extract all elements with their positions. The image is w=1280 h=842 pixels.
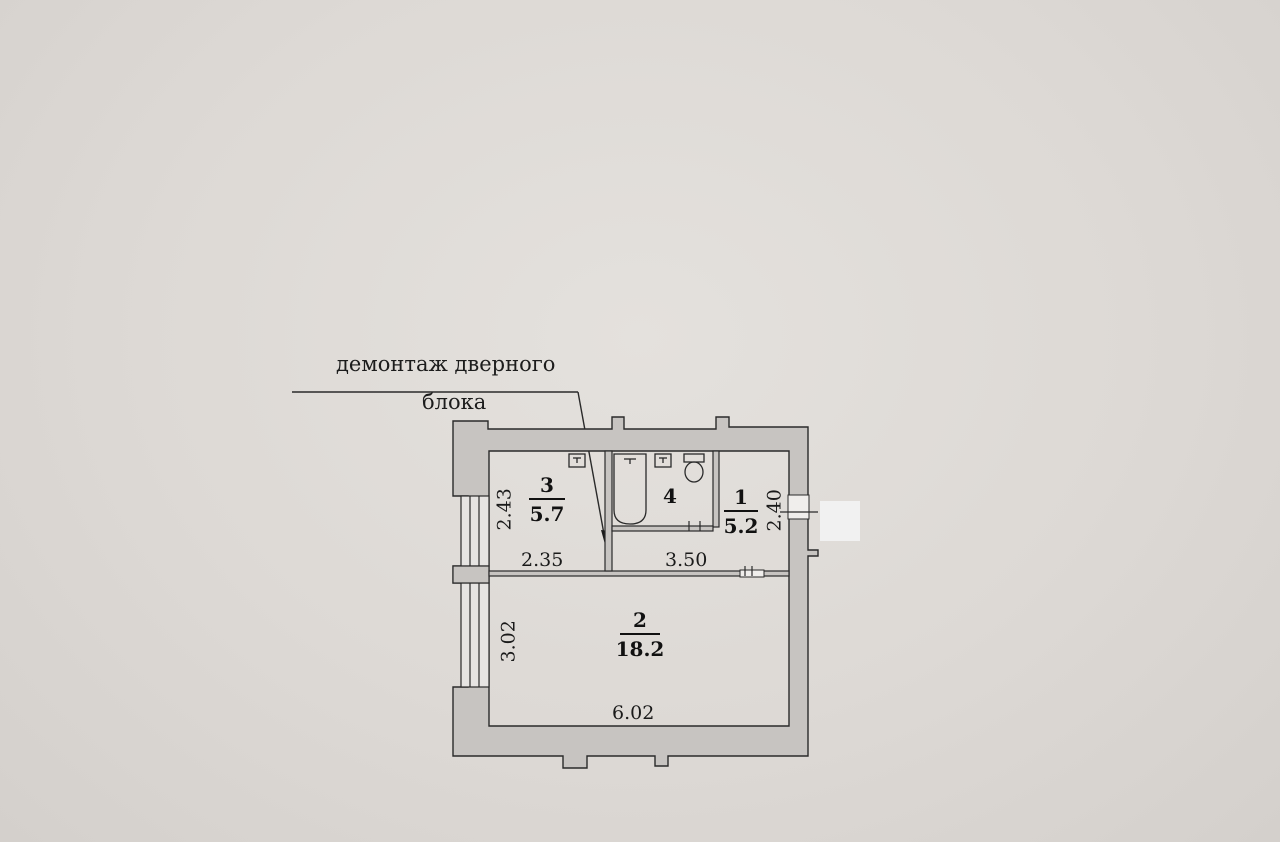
annotation-line-1: демонтаж дверного bbox=[336, 352, 556, 376]
window-left-upper bbox=[460, 495, 490, 567]
room-1-label: 1 5.2 bbox=[720, 487, 762, 536]
dimension-room2-height: 3.02 bbox=[497, 620, 520, 663]
room-4-label: 4 bbox=[650, 486, 690, 509]
annotation-line-2: блока bbox=[422, 390, 487, 414]
room-3-number: 3 bbox=[540, 473, 554, 497]
dimension-room1-height: 2.40 bbox=[763, 489, 786, 532]
toilet bbox=[683, 453, 705, 483]
room-1-fraction-bar bbox=[724, 510, 758, 512]
annotation-leader bbox=[292, 391, 607, 546]
room3-sink bbox=[568, 453, 586, 468]
room-2-area: 18.2 bbox=[615, 637, 665, 661]
bathtub bbox=[613, 453, 647, 525]
door-ticks bbox=[688, 521, 753, 576]
room-2-fraction-bar bbox=[620, 633, 660, 635]
interior-walls bbox=[488, 450, 790, 577]
room-1-area: 5.2 bbox=[723, 514, 759, 538]
bathroom-sink bbox=[654, 453, 672, 468]
room-3-label: 3 5.7 bbox=[524, 475, 570, 524]
wall-pier bbox=[452, 565, 490, 584]
meter-box bbox=[820, 501, 860, 541]
dimension-room3-width: 2.35 bbox=[521, 549, 564, 571]
room-3-area: 5.7 bbox=[529, 502, 565, 526]
window-left-lower bbox=[460, 582, 490, 688]
room-2-number: 2 bbox=[633, 608, 647, 632]
room-4-number: 4 bbox=[663, 484, 677, 508]
dimension-room2-width: 6.02 bbox=[612, 702, 655, 724]
dimension-room3-height: 2.43 bbox=[493, 488, 516, 531]
dimension-corridor-width: 3.50 bbox=[665, 549, 708, 571]
room-1-number: 1 bbox=[734, 485, 748, 509]
room-2-label: 2 18.2 bbox=[608, 610, 672, 659]
room-3-fraction-bar bbox=[529, 498, 565, 500]
